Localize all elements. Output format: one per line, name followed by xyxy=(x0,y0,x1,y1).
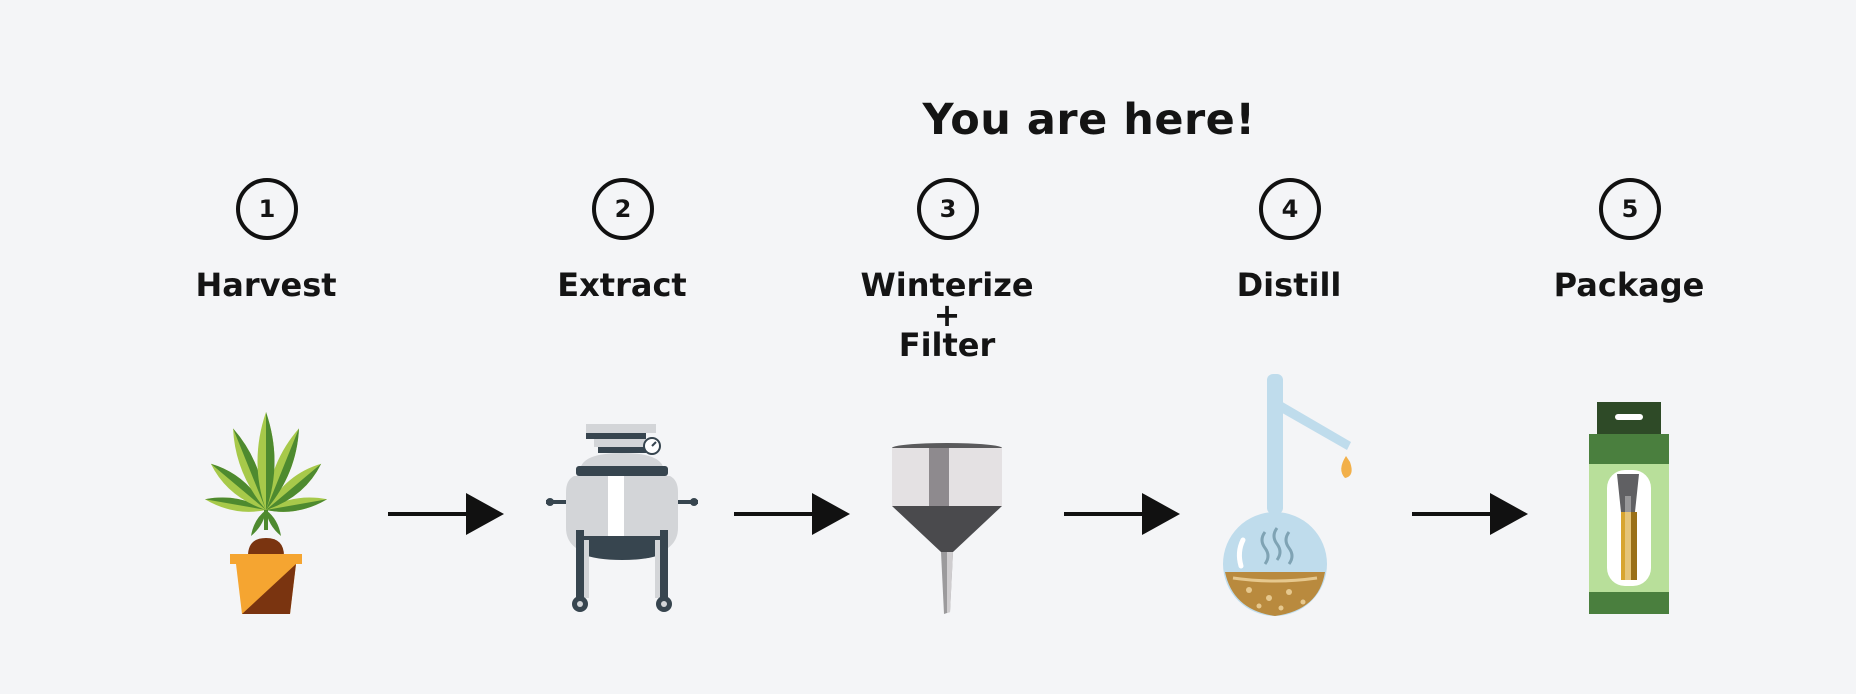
distillation-flask-icon xyxy=(1223,374,1352,616)
step-label: Package xyxy=(1553,266,1705,304)
extraction-vessel-icon xyxy=(546,424,698,612)
step-number-badge: 3 xyxy=(917,178,979,240)
step-number-badge: 1 xyxy=(236,178,298,240)
step-label: Distill xyxy=(1236,266,1342,304)
step-label: Harvest xyxy=(195,266,337,304)
arrow-right-icon xyxy=(734,493,850,535)
cannabis-plant-icon xyxy=(204,412,328,614)
step-label: Extract xyxy=(557,266,687,304)
you-are-here-banner: You are here! xyxy=(922,95,1256,145)
arrow-right-icon xyxy=(1412,493,1528,535)
step-number-badge: 2 xyxy=(592,178,654,240)
step-label: Winterize + Filter xyxy=(860,266,1034,364)
step-number-badge: 4 xyxy=(1259,178,1321,240)
arrow-right-icon xyxy=(1064,493,1180,535)
arrow-right-icon xyxy=(388,493,504,535)
step-number-badge: 5 xyxy=(1599,178,1661,240)
vape-cartridge-package-icon xyxy=(1589,402,1669,614)
funnel-icon xyxy=(892,443,1002,614)
